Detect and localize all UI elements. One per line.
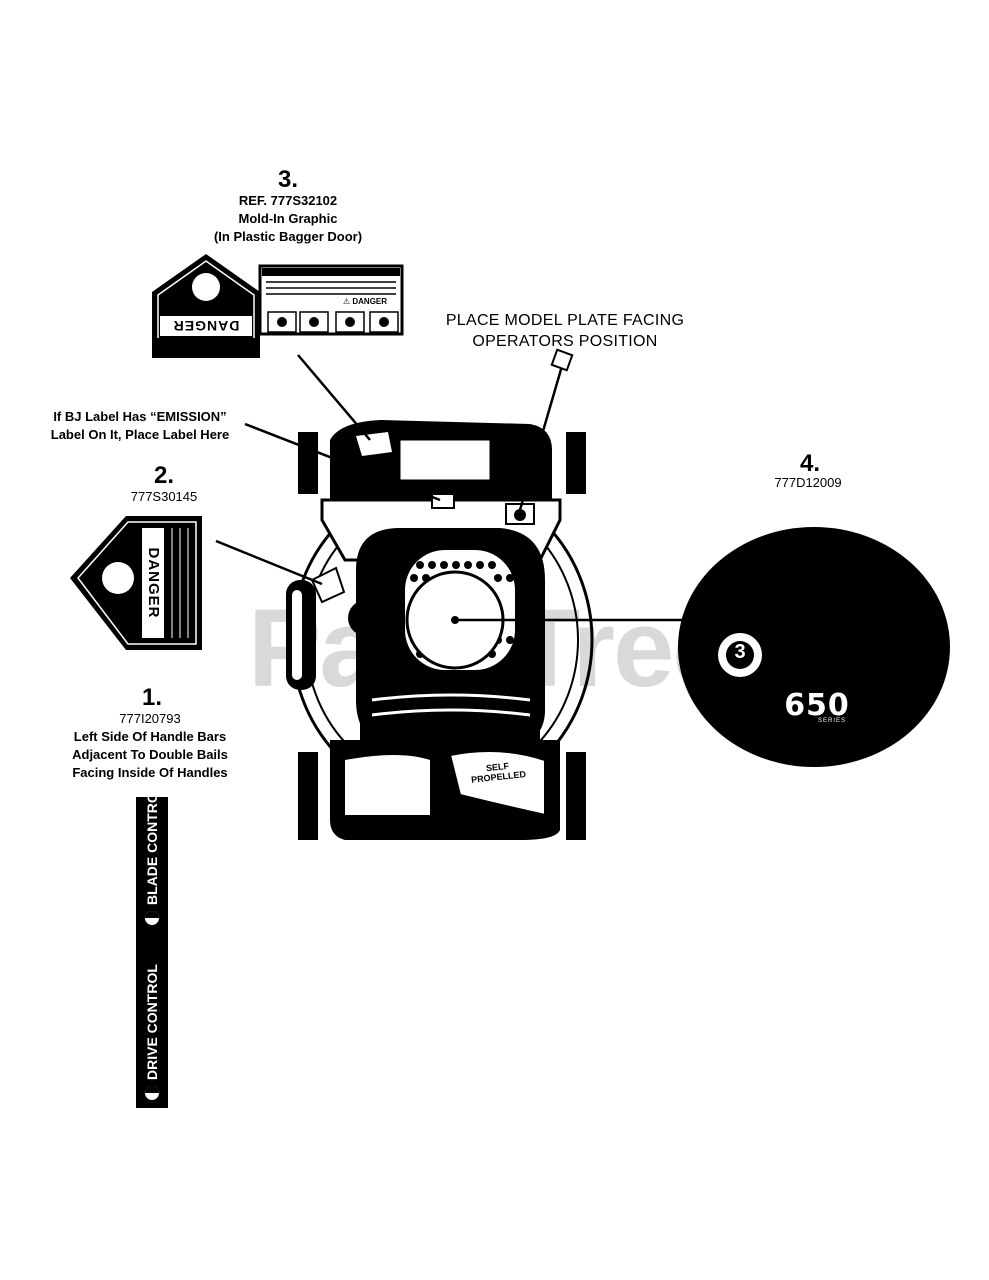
item2-danger-banner	[142, 528, 164, 638]
item1-line3: Adjacent To Double Bails	[72, 747, 228, 762]
blade-control-indicator-half	[145, 911, 159, 918]
engine-stripes	[371, 693, 531, 717]
item2-danger-decal-inner	[77, 521, 197, 645]
fuel-cap	[348, 600, 384, 636]
item3-pictograms	[267, 311, 399, 333]
series-word: SERIES	[817, 718, 846, 724]
item3-danger-small: ⚠ DANGER	[342, 297, 388, 306]
self-propelled-plate	[448, 750, 546, 817]
leader-line-model-plate	[518, 365, 564, 511]
item2-danger-decal	[70, 516, 202, 650]
bagger-door-label-spot	[356, 432, 392, 456]
item1-ref: 777I20793	[119, 711, 181, 726]
model-plate-line1: PLACE MODEL PLATE FACING	[445, 312, 685, 329]
front-left-wheel	[298, 752, 318, 840]
leader-line-item3	[297, 354, 371, 441]
front-right-wheel	[566, 752, 586, 840]
model-plate-callout-box	[550, 348, 574, 372]
bagger-window	[399, 439, 491, 481]
leader-line-item2	[215, 539, 323, 586]
emission-line2: Label On It, Place Label Here	[50, 427, 230, 442]
item1-line4: Facing Inside Of Handles	[72, 765, 228, 780]
item3-danger-word: DANGER	[172, 318, 240, 334]
danger-label-spot	[310, 566, 346, 604]
blade-control-label: BLADE CONTROL	[144, 783, 160, 905]
item1-number: 1.	[141, 684, 162, 711]
item4-number: 4.	[799, 450, 820, 477]
three-in-one-badge-inner	[726, 641, 754, 669]
item1-line2: Left Side Of Handle Bars	[73, 729, 227, 744]
emission-line1: If BJ Label Has “EMISSION”	[53, 409, 227, 424]
item2-number: 2.	[153, 462, 174, 489]
item3-fine-print	[156, 338, 256, 356]
item3-number: 3.	[277, 166, 298, 193]
item3-hand-symbol	[192, 273, 220, 301]
item3-line2: Mold-In Graphic	[238, 211, 338, 226]
item4-ref: 777D12009	[774, 475, 842, 490]
item3-line3: (In Plastic Bagger Door)	[213, 229, 363, 244]
leader-line-emission	[244, 422, 441, 502]
drive-control-label: DRIVE CONTROL	[144, 964, 160, 1080]
item4-series-disc	[678, 527, 950, 767]
item3-warning-text-lines	[266, 281, 396, 295]
series-number: 650	[784, 688, 850, 723]
item2-danger-word: DANGER	[145, 547, 162, 619]
rear-left-wheel	[298, 432, 318, 494]
side-handle-grip	[292, 590, 302, 680]
front-housing-cutout	[345, 755, 430, 815]
trademark-symbol: TM	[722, 600, 734, 609]
emission-label-spot	[431, 493, 455, 509]
model-plate-knob	[514, 509, 526, 521]
rear-right-wheel	[566, 432, 586, 494]
model-plate-line2: OPERATORS POSITION	[472, 333, 658, 350]
three-in-one-number: 3	[734, 641, 746, 663]
item1-control-strip	[136, 797, 168, 1108]
drive-control-indicator-half	[145, 1086, 159, 1093]
item2-hand-symbol	[102, 562, 134, 594]
item2-fine-print	[171, 528, 189, 638]
item3-danger-banner	[160, 316, 252, 336]
item2-ref: 777S30145	[130, 489, 198, 504]
item3-warning-header	[262, 268, 400, 276]
item3-ref: REF. 777S32102	[238, 193, 338, 208]
